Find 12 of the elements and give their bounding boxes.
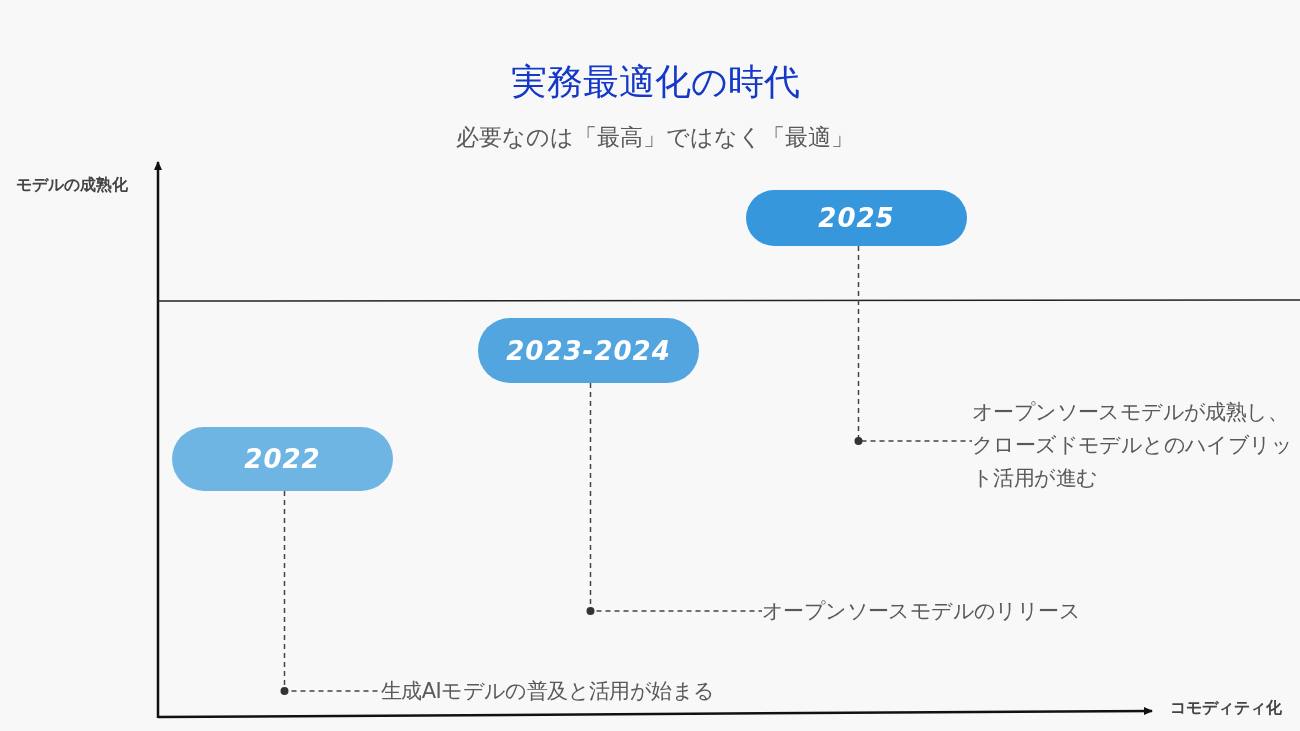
title: 実務最適化の時代 (509, 60, 801, 104)
leader-line (857, 245, 973, 442)
note-text: 生成AIモデルの普及と活用が始まる (381, 675, 781, 708)
axis-label: モデルの成熟化 (16, 175, 128, 196)
note-text: オープンソースモデルのリリース (762, 595, 1092, 628)
axis-label: コモディティ化 (1170, 698, 1282, 719)
year-pill: 2025 (746, 190, 967, 246)
subtitle: 必要なのは「最高」ではなく「最適」 (455, 123, 855, 152)
year-pill: 2023-2024 (478, 318, 699, 383)
note-text: オープンソースモデルが成熟し、クローズドモデルとのハイブリット活用が進む (972, 396, 1298, 495)
leader-line (589, 382, 763, 612)
year-pill: 2022 (172, 427, 393, 491)
